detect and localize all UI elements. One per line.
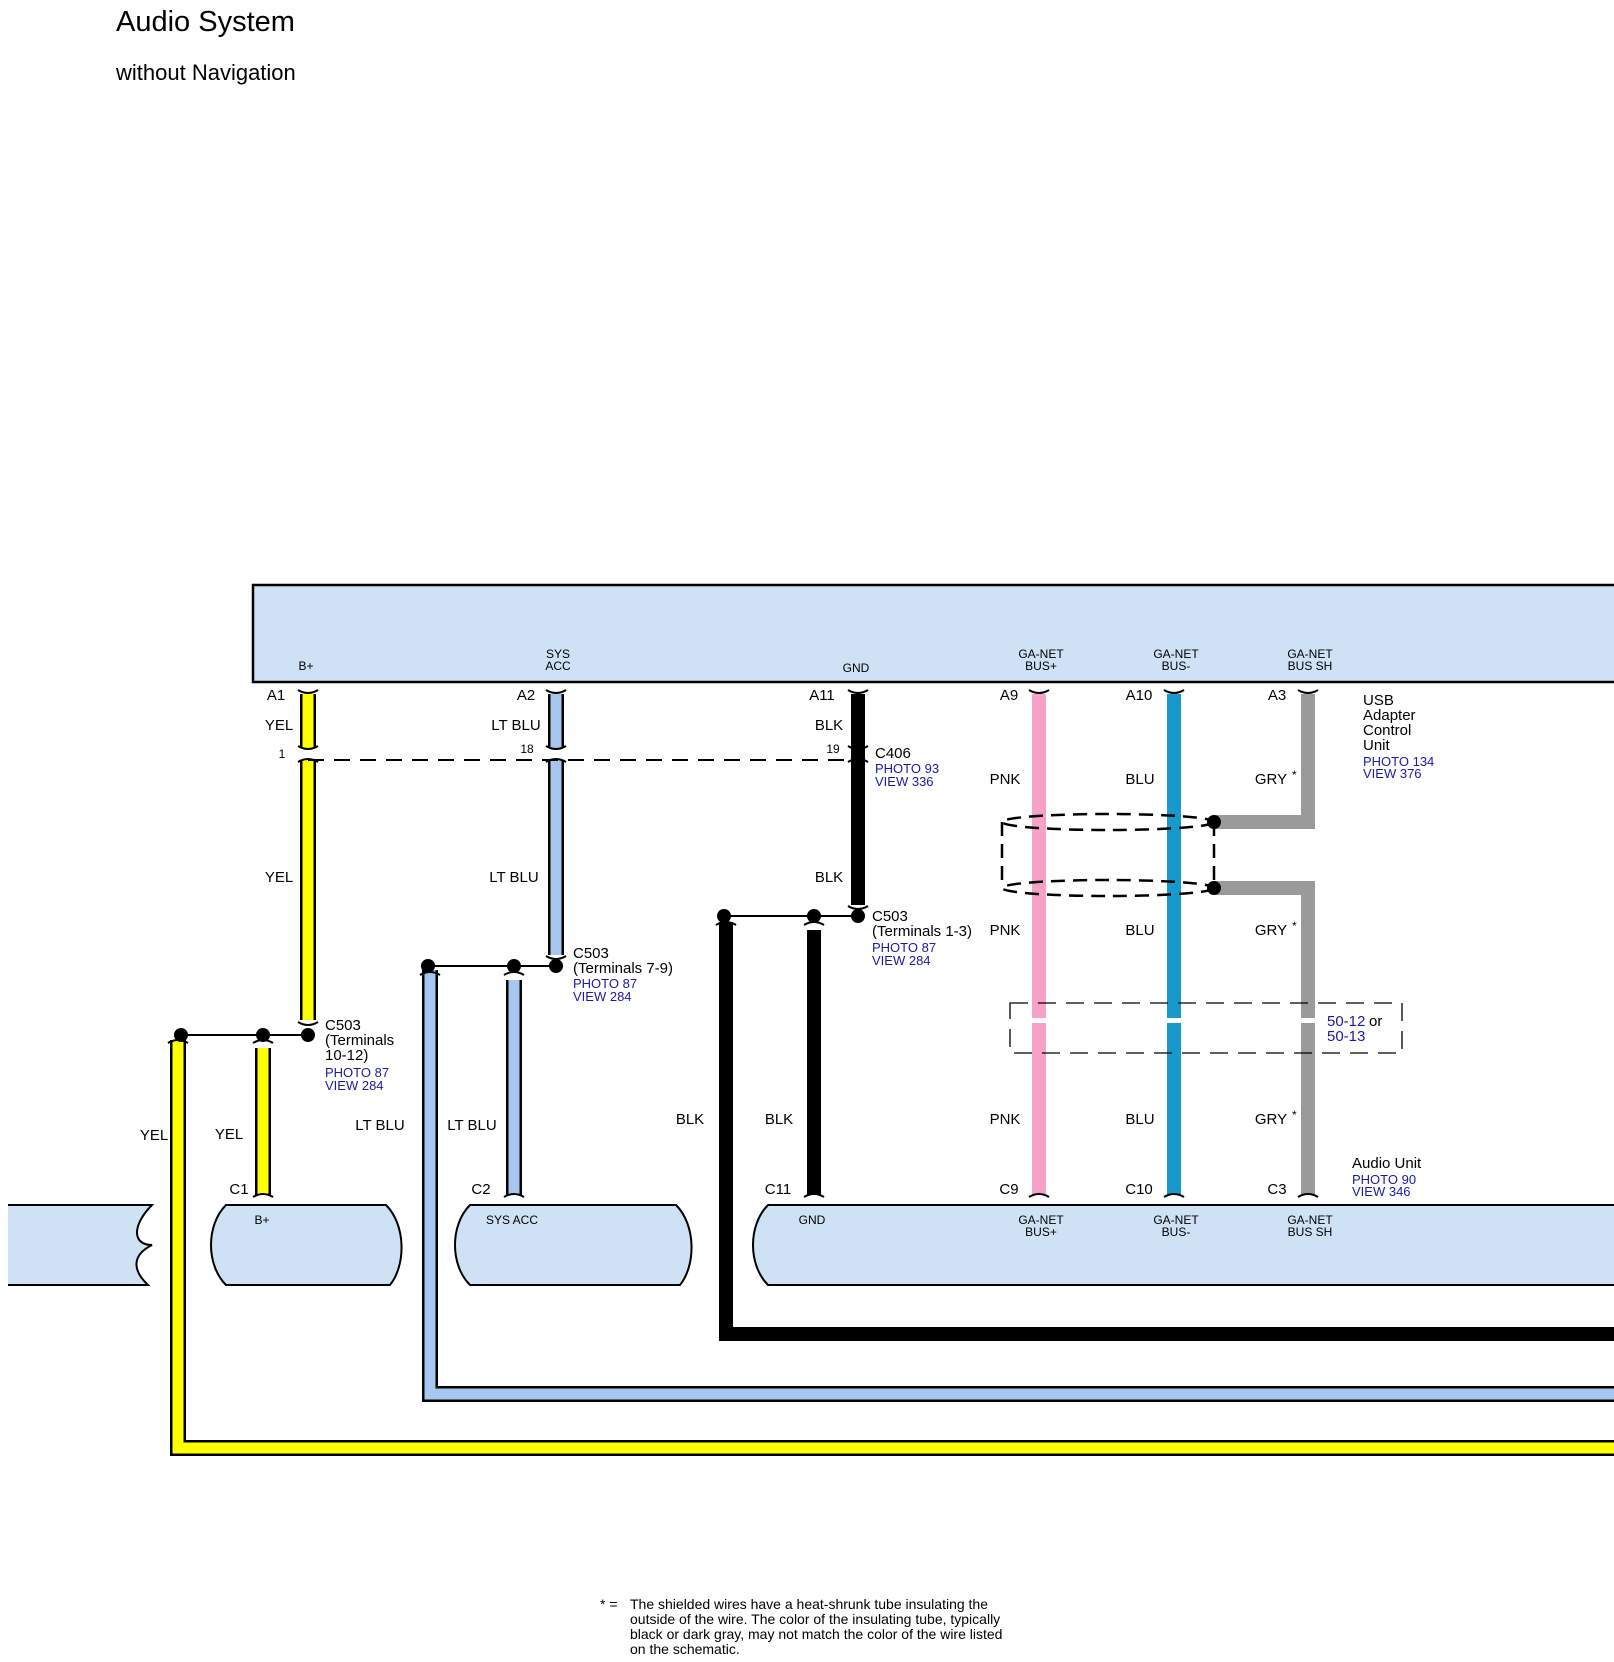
footnote-text: The shielded wires have a heat-shrunk tu… bbox=[630, 1596, 1003, 1657]
wire-label-ltblu-3: LT BLU bbox=[355, 1117, 404, 1134]
wire-label-blk-2: BLK bbox=[815, 869, 843, 886]
c503-acc-photo-link[interactable]: PHOTO 87 bbox=[573, 976, 637, 991]
usb-adapter-unit-box bbox=[251, 583, 1614, 684]
pin-c3: C3 bbox=[1267, 1181, 1286, 1198]
wire-label-yel-3: YEL bbox=[140, 1127, 168, 1144]
c406-view-link[interactable]: VIEW 336 bbox=[875, 774, 934, 789]
wire-label-yel-1: YEL bbox=[265, 717, 293, 734]
footnote-mark: * = bbox=[600, 1596, 618, 1612]
wire-star-1: * bbox=[1292, 768, 1297, 782]
wire-label-gry-2: GRY bbox=[1255, 922, 1287, 939]
pin-a9: A9 bbox=[1000, 687, 1018, 704]
wire-label-ltblu-2: LT BLU bbox=[489, 869, 538, 886]
usb-unit-view-link[interactable]: VIEW 376 bbox=[1363, 766, 1422, 781]
wire-label-ltblu-4: LT BLU bbox=[447, 1117, 496, 1134]
usb-term-b-plus: B+ bbox=[298, 659, 313, 673]
c503-acc-name: C503(Terminals 7-9) bbox=[573, 945, 673, 977]
audio-term-b-plus: B+ bbox=[254, 1213, 269, 1227]
wire-label-pnk-2: PNK bbox=[990, 922, 1021, 939]
audio-unit-view-link[interactable]: VIEW 346 bbox=[1352, 1184, 1411, 1199]
c503-gnd-name: C503(Terminals 1-3) bbox=[872, 908, 972, 940]
wire-label-blu-3: BLU bbox=[1125, 1111, 1154, 1128]
audio-unit-box-seg-1 bbox=[8, 1204, 155, 1286]
c503-b-photo-link[interactable]: PHOTO 87 bbox=[325, 1065, 389, 1080]
c406-pin-1: 1 bbox=[279, 747, 286, 761]
c503-acc-view-link[interactable]: VIEW 284 bbox=[573, 989, 632, 1004]
pin-c10: C10 bbox=[1125, 1181, 1153, 1198]
c503-b-view-link[interactable]: VIEW 284 bbox=[325, 1078, 384, 1093]
terminal-marks bbox=[167, 689, 1319, 1198]
c503-gnd-view-link[interactable]: VIEW 284 bbox=[872, 953, 931, 968]
wire-star-2: * bbox=[1292, 919, 1297, 933]
c406-pin-19: 19 bbox=[826, 742, 840, 756]
footnote: * = The shielded wires have a heat-shrun… bbox=[600, 1596, 1020, 1657]
usb-unit-photo-link[interactable]: PHOTO 134 bbox=[1363, 754, 1434, 769]
ref-box-or: or bbox=[1369, 1013, 1382, 1030]
wire-ganet-shield-upper bbox=[1214, 694, 1315, 829]
wire-label-yel-2: YEL bbox=[265, 869, 293, 886]
reference-box bbox=[1009, 1002, 1403, 1054]
wire-label-blk-4: BLK bbox=[765, 1111, 793, 1128]
audio-unit-box-seg-acc bbox=[454, 1204, 693, 1286]
ref-box-line-2[interactable]: 50-13 bbox=[1327, 1028, 1365, 1045]
audio-unit-box-seg-b bbox=[210, 1204, 403, 1286]
pin-c11: C11 bbox=[765, 1181, 791, 1198]
wire-ganet-shield-lower bbox=[1214, 881, 1315, 1195]
pin-a11: A11 bbox=[809, 687, 835, 704]
page-title: Audio System bbox=[116, 6, 295, 38]
wire-label-blu-1: BLU bbox=[1125, 771, 1154, 788]
pin-a3: A3 bbox=[1268, 687, 1286, 704]
wire-label-pnk-3: PNK bbox=[990, 1111, 1021, 1128]
c406-pin-18: 18 bbox=[520, 742, 534, 756]
pin-a1: A1 bbox=[267, 687, 285, 704]
usb-term-gnd: GND bbox=[843, 661, 870, 675]
audio-term-gnd: GND bbox=[799, 1213, 826, 1227]
wire-label-blu-2: BLU bbox=[1125, 922, 1154, 939]
pin-c9: C9 bbox=[999, 1181, 1018, 1198]
wire-label-pnk-1: PNK bbox=[990, 771, 1021, 788]
wire-label-ltblu-1: LT BLU bbox=[491, 717, 540, 734]
wire-label-yel-4: YEL bbox=[215, 1126, 243, 1143]
pin-c2: C2 bbox=[471, 1181, 490, 1198]
pin-a2: A2 bbox=[517, 687, 535, 704]
ref-box-line-1[interactable]: 50-12 bbox=[1327, 1013, 1365, 1030]
audio-unit-box-seg-main bbox=[752, 1204, 1614, 1286]
page-subtitle: without Navigation bbox=[116, 60, 296, 85]
splice-dots bbox=[174, 815, 1221, 1042]
wire-label-blk-1: BLK bbox=[815, 717, 843, 734]
wire-star-3: * bbox=[1292, 1108, 1297, 1122]
pin-a10: A10 bbox=[1126, 687, 1153, 704]
wire-label-gry-3: GRY bbox=[1255, 1111, 1287, 1128]
c406-photo-link[interactable]: PHOTO 93 bbox=[875, 761, 939, 776]
blk-harness-run bbox=[719, 922, 1614, 1341]
wire-label-gry-1: GRY bbox=[1255, 771, 1287, 788]
pin-c1: C1 bbox=[229, 1181, 248, 1198]
c503-gnd-photo-link[interactable]: PHOTO 87 bbox=[872, 940, 936, 955]
audio-term-sys-acc: SYS ACC bbox=[486, 1213, 538, 1227]
audio-unit-photo-link[interactable]: PHOTO 90 bbox=[1352, 1172, 1416, 1187]
audio-unit-name: Audio Unit bbox=[1352, 1155, 1422, 1172]
c406-name: C406 bbox=[875, 745, 911, 762]
wire-label-blk-3: BLK bbox=[676, 1111, 704, 1128]
